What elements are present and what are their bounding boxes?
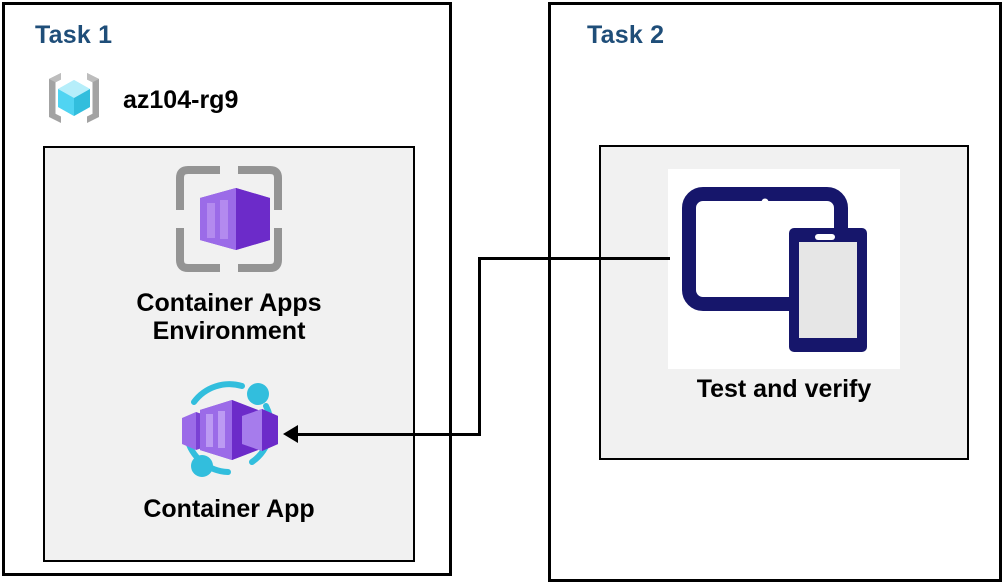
connector-line-top (478, 257, 670, 260)
task-2-inner-box: Test and verify (599, 145, 969, 460)
task-1-panel: Task 1 az104-rg9 (2, 2, 452, 576)
resource-test-and-verify: Test and verify (601, 169, 967, 403)
container-app-label: Container App (143, 495, 315, 523)
task-2-panel: Task 2 Test and verify (548, 2, 1002, 582)
container-apps-environment-icon (170, 160, 288, 283)
devices-test-icon (668, 169, 900, 369)
connector-arrowhead-icon (283, 425, 298, 443)
task-1-inner-box: Container Apps Environment (43, 146, 415, 562)
resource-container-apps-environment: Container Apps Environment (45, 160, 413, 345)
test-and-verify-label: Test and verify (696, 375, 872, 403)
container-apps-environment-label: Container Apps Environment (136, 289, 322, 345)
resource-container-app: Container App (45, 376, 413, 523)
connector-line-vertical (478, 257, 481, 435)
resource-group-icon (39, 63, 109, 138)
container-app-icon (170, 376, 288, 489)
resource-group-label: az104-rg9 (123, 86, 239, 114)
connector-line-bottom (295, 433, 481, 436)
task-1-title: Task 1 (35, 21, 113, 49)
task-2-title: Task 2 (587, 21, 665, 49)
resource-group-row: az104-rg9 (39, 63, 238, 138)
